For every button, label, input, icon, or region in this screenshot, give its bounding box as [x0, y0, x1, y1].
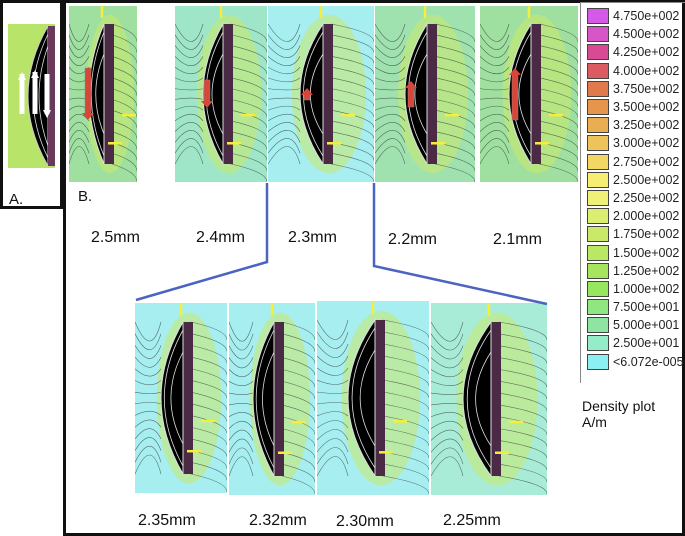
field-plot-icon	[317, 301, 429, 495]
color-swatch	[587, 299, 609, 316]
legend-entry: 1.500e+002	[581, 243, 685, 261]
panel-b-label: B.	[78, 188, 93, 205]
thickness-label: 2.2mm	[388, 231, 437, 248]
panel-a-frame: A.	[0, 0, 63, 209]
legend-value: 3.500e+002	[613, 100, 680, 115]
thickness-label: 2.1mm	[493, 231, 542, 248]
thickness-label: 2.32mm	[249, 512, 307, 529]
field-plot-2.1mm	[480, 6, 578, 182]
thickness-label: 2.5mm	[91, 229, 140, 246]
field-plot-2.4mm	[175, 6, 267, 182]
color-swatch	[587, 280, 609, 297]
color-swatch	[587, 99, 609, 116]
field-plot-2.2mm	[375, 6, 475, 182]
legend-value: 3.000e+002	[613, 136, 680, 151]
field-plot-icon	[135, 303, 227, 493]
legend-value: 4.750e+002	[613, 9, 680, 24]
legend-value: <6.072e-005	[613, 354, 684, 369]
color-swatch	[587, 244, 609, 261]
color-swatch	[587, 44, 609, 61]
legend-value: 1.000e+002	[613, 281, 680, 296]
field-plot-icon	[175, 6, 267, 182]
legend-entry: 3.500e+002	[581, 98, 685, 116]
legend-value: 4.000e+002	[613, 63, 680, 78]
legend-unit: A/m	[582, 414, 607, 430]
color-swatch	[587, 353, 609, 370]
field-plot-icon	[268, 6, 374, 182]
color-swatch	[587, 189, 609, 206]
color-swatch	[587, 8, 609, 25]
color-swatch	[587, 153, 609, 170]
legend-value: 2.750e+002	[613, 154, 680, 169]
legend-box: 4.750e+002 4.500e+002 4.250e+002 4.000e+002…	[580, 2, 685, 383]
legend-entry: 7.500e+001	[581, 298, 685, 316]
color-swatch	[587, 171, 609, 188]
color-swatch	[587, 80, 609, 97]
legend-entry: 4.500e+002	[581, 25, 685, 43]
legend-value: 4.500e+002	[613, 27, 680, 42]
legend-entry: 1.750e+002	[581, 225, 685, 243]
color-swatch	[587, 317, 609, 334]
legend-value: 7.500e+001	[613, 300, 680, 315]
legend-entry: <6.072e-005	[581, 353, 685, 371]
field-plot-icon	[375, 6, 475, 182]
field-plot-2.3mm	[268, 6, 374, 182]
field-plot-icon	[431, 303, 547, 495]
color-swatch	[587, 117, 609, 134]
panel-a-plot	[8, 24, 55, 168]
thickness-label: 2.35mm	[138, 512, 196, 529]
field-plot-2.35mm	[135, 303, 227, 493]
thickness-label: 2.4mm	[196, 229, 245, 246]
field-plot-2.32mm	[229, 303, 315, 495]
legend-entry: 2.500e+001	[581, 334, 685, 352]
density-legend: 4.750e+002 4.500e+002 4.250e+002 4.000e+002…	[580, 2, 685, 430]
field-plot-icon	[69, 6, 137, 182]
legend-value: 3.250e+002	[613, 118, 680, 133]
color-swatch	[587, 62, 609, 79]
legend-value: 5.000e+001	[613, 318, 680, 333]
legend-entry: 1.000e+002	[581, 280, 685, 298]
legend-entry: 5.000e+001	[581, 316, 685, 334]
thickness-label: 2.25mm	[443, 512, 501, 529]
field-plot-2.25mm	[431, 303, 547, 495]
panel-b-frame	[63, 0, 685, 536]
field-plot-2.30mm	[317, 301, 429, 495]
field-plot-icon	[480, 6, 578, 182]
legend-value: 2.500e+002	[613, 172, 680, 187]
legend-entry: 2.250e+002	[581, 189, 685, 207]
legend-entry: 4.750e+002	[581, 7, 685, 25]
legend-value: 1.250e+002	[613, 263, 680, 278]
legend-entry: 1.250e+002	[581, 262, 685, 280]
color-swatch	[587, 335, 609, 352]
legend-value: 2.000e+002	[613, 209, 680, 224]
legend-entry: 4.000e+002	[581, 62, 685, 80]
legend-value: 1.500e+002	[613, 245, 680, 260]
legend-entry: 2.500e+002	[581, 171, 685, 189]
field-plot-2.5mm	[69, 6, 137, 182]
legend-value: 4.250e+002	[613, 45, 680, 60]
legend-value: 1.750e+002	[613, 227, 680, 242]
color-swatch	[587, 208, 609, 225]
legend-value: 3.750e+002	[613, 81, 680, 96]
legend-entry: 3.000e+002	[581, 134, 685, 152]
color-swatch	[587, 135, 609, 152]
color-swatch	[587, 262, 609, 279]
magnet-cross-section-icon	[18, 24, 55, 168]
legend-value: 2.250e+002	[613, 190, 680, 205]
color-swatch	[587, 226, 609, 243]
legend-entry: 4.250e+002	[581, 43, 685, 61]
legend-entry: 3.750e+002	[581, 80, 685, 98]
legend-entry: 2.750e+002	[581, 153, 685, 171]
legend-value: 2.500e+001	[613, 336, 680, 351]
legend-entry: 2.000e+002	[581, 207, 685, 225]
color-swatch	[587, 26, 609, 43]
thickness-label: 2.3mm	[288, 229, 337, 246]
panel-a-label: A.	[9, 191, 24, 208]
legend-entry: 3.250e+002	[581, 116, 685, 134]
thickness-label: 2.30mm	[336, 513, 394, 530]
legend-title: Density plot	[582, 398, 656, 414]
field-plot-icon	[229, 303, 315, 495]
